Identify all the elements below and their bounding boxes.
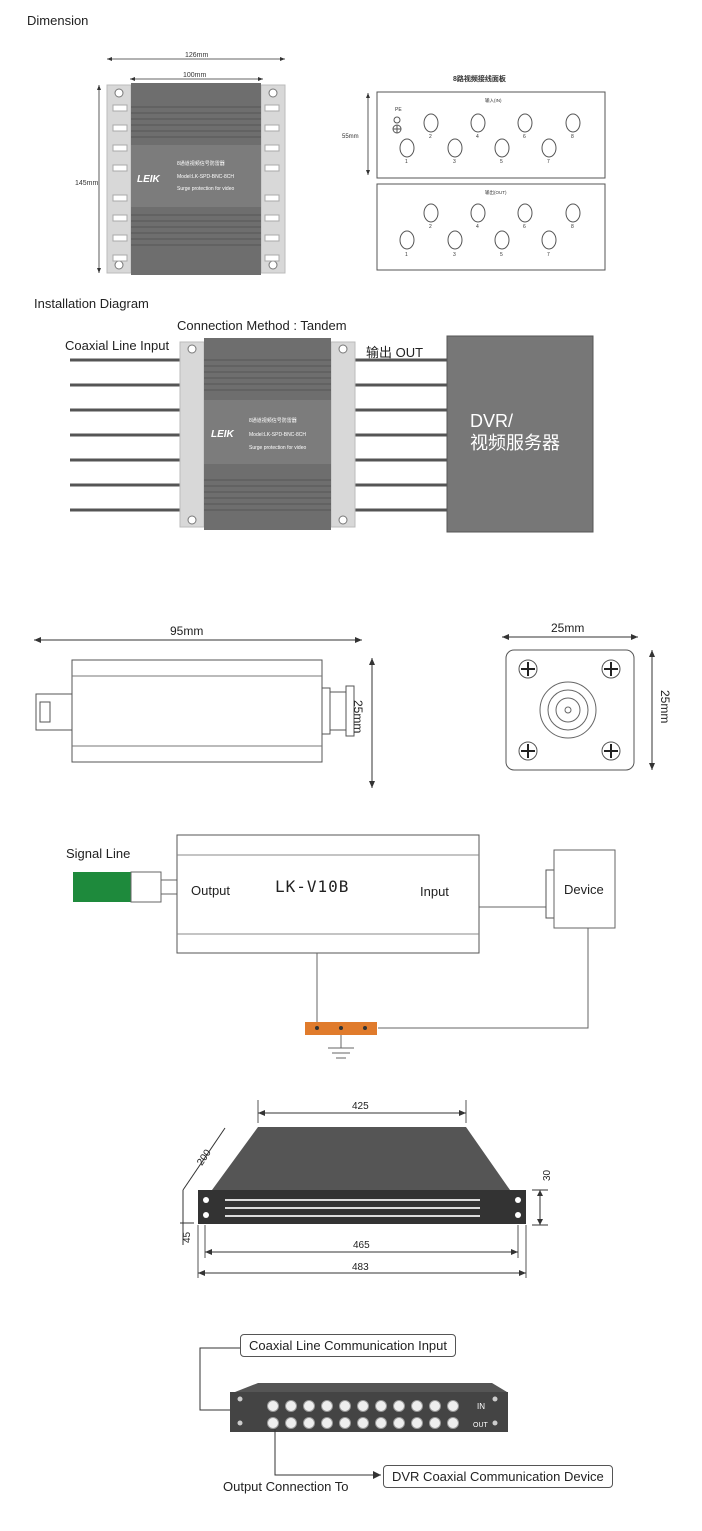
single-length: 95mm <box>170 624 203 638</box>
device-line3: Surge protection for video <box>177 186 234 192</box>
port-num: 3 <box>453 159 456 165</box>
rack-in-label: IN <box>477 1402 485 1411</box>
rack-depth: 200 <box>195 1147 214 1167</box>
single-height: 25mm <box>351 700 365 734</box>
dimension-front-drawing: 126mm 100mm 145mm LEIK 8通道视频信号防雷器 Model:… <box>75 52 286 275</box>
dim-width-outer: 126mm <box>185 52 209 59</box>
brand-logo: LEIK <box>211 429 235 440</box>
port-num: 2 <box>429 134 432 140</box>
port-num: 8 <box>571 224 574 230</box>
port-num: 5 <box>500 252 503 258</box>
port-num: 4 <box>476 224 479 230</box>
rack-width-inner: 465 <box>353 1240 370 1251</box>
port-num: 5 <box>500 159 503 165</box>
output-text: Output <box>191 883 231 898</box>
output-connection-label: Output Connection To <box>223 1479 349 1494</box>
rack-width-outer: 483 <box>352 1262 369 1273</box>
panel-input-label: 输入(IN) <box>485 97 502 104</box>
device-box <box>553 849 616 929</box>
installation-drawing: LEIK 8通道视频信号防雷器 Model:LK-SPD-BNC-8CH Sur… <box>70 335 594 533</box>
single-side-drawing: 95mm <box>34 624 375 788</box>
port-num: 8 <box>571 134 574 140</box>
panel-drawing: 8路视频接线面板 55mm 输入(IN) PE 2 4 6 8 1 3 5 7 … <box>342 74 606 271</box>
port-num: 6 <box>523 134 526 140</box>
rack-top: 425 <box>352 1101 369 1112</box>
rack-drawing: 425 200 45 30 465 483 <box>180 1100 553 1278</box>
rack-height-total: 45 <box>182 1231 193 1243</box>
panel-output-label: 输出(OUT) <box>485 189 507 196</box>
device-line1: 8通道视频信号防雷器 <box>177 160 225 167</box>
dim-height: 145mm <box>75 180 99 187</box>
port-num: 2 <box>429 224 432 230</box>
port-num: 6 <box>523 224 526 230</box>
brand-logo: LEIK <box>137 174 161 185</box>
device-text: Device <box>564 882 604 897</box>
port-num: 4 <box>476 134 479 140</box>
panel-title: 8路视频接线面板 <box>453 74 507 83</box>
signal-cable <box>73 872 131 902</box>
device-line2: Model:LK-SPD-BNC-8CH <box>177 174 234 180</box>
device-line1: 8通道视频信号防雷器 <box>249 417 297 424</box>
model-text: LK-V10B <box>275 877 350 896</box>
wiring-drawing <box>73 834 616 1059</box>
dvr-device-box: DVR Coaxial Communication Device <box>383 1465 613 1488</box>
dvr-line2: 视频服务器 <box>470 433 560 453</box>
dvr-box <box>446 335 594 533</box>
port-num: 3 <box>453 252 456 258</box>
coaxial-input-label: Coaxial Line Input <box>65 338 170 353</box>
output-label: 输出 OUT <box>366 345 424 360</box>
single-end-drawing: 25mm <box>502 621 655 771</box>
dimension-title: Dimension <box>27 13 89 28</box>
port-num: 1 <box>405 159 408 165</box>
port-num: 7 <box>547 159 550 165</box>
pe-label: PE <box>395 107 402 113</box>
panel-height: 55mm <box>342 134 359 140</box>
rack-height-panel: 30 <box>542 1169 553 1181</box>
installation-title: Installation Diagram <box>34 296 149 311</box>
device-line2: Model:LK-SPD-BNC-8CH <box>249 432 306 438</box>
connection-method: Connection Method : Tandem <box>177 318 347 333</box>
coaxial-input-box: Coaxial Line Communication Input <box>240 1334 456 1357</box>
end-height: 25mm <box>658 690 672 724</box>
signal-line-label: Signal Line <box>66 846 131 861</box>
rack-connection-drawing: IN OUT <box>199 1347 508 1479</box>
port-num: 1 <box>405 252 408 258</box>
dvr-line1: DVR/ <box>470 411 513 431</box>
rack-out-label: OUT <box>473 1422 489 1429</box>
device-line3: Surge protection for video <box>249 445 306 451</box>
end-width: 25mm <box>551 621 584 635</box>
port-num: 7 <box>547 252 550 258</box>
input-text: Input <box>420 884 449 899</box>
dim-width-inner: 100mm <box>183 72 207 79</box>
